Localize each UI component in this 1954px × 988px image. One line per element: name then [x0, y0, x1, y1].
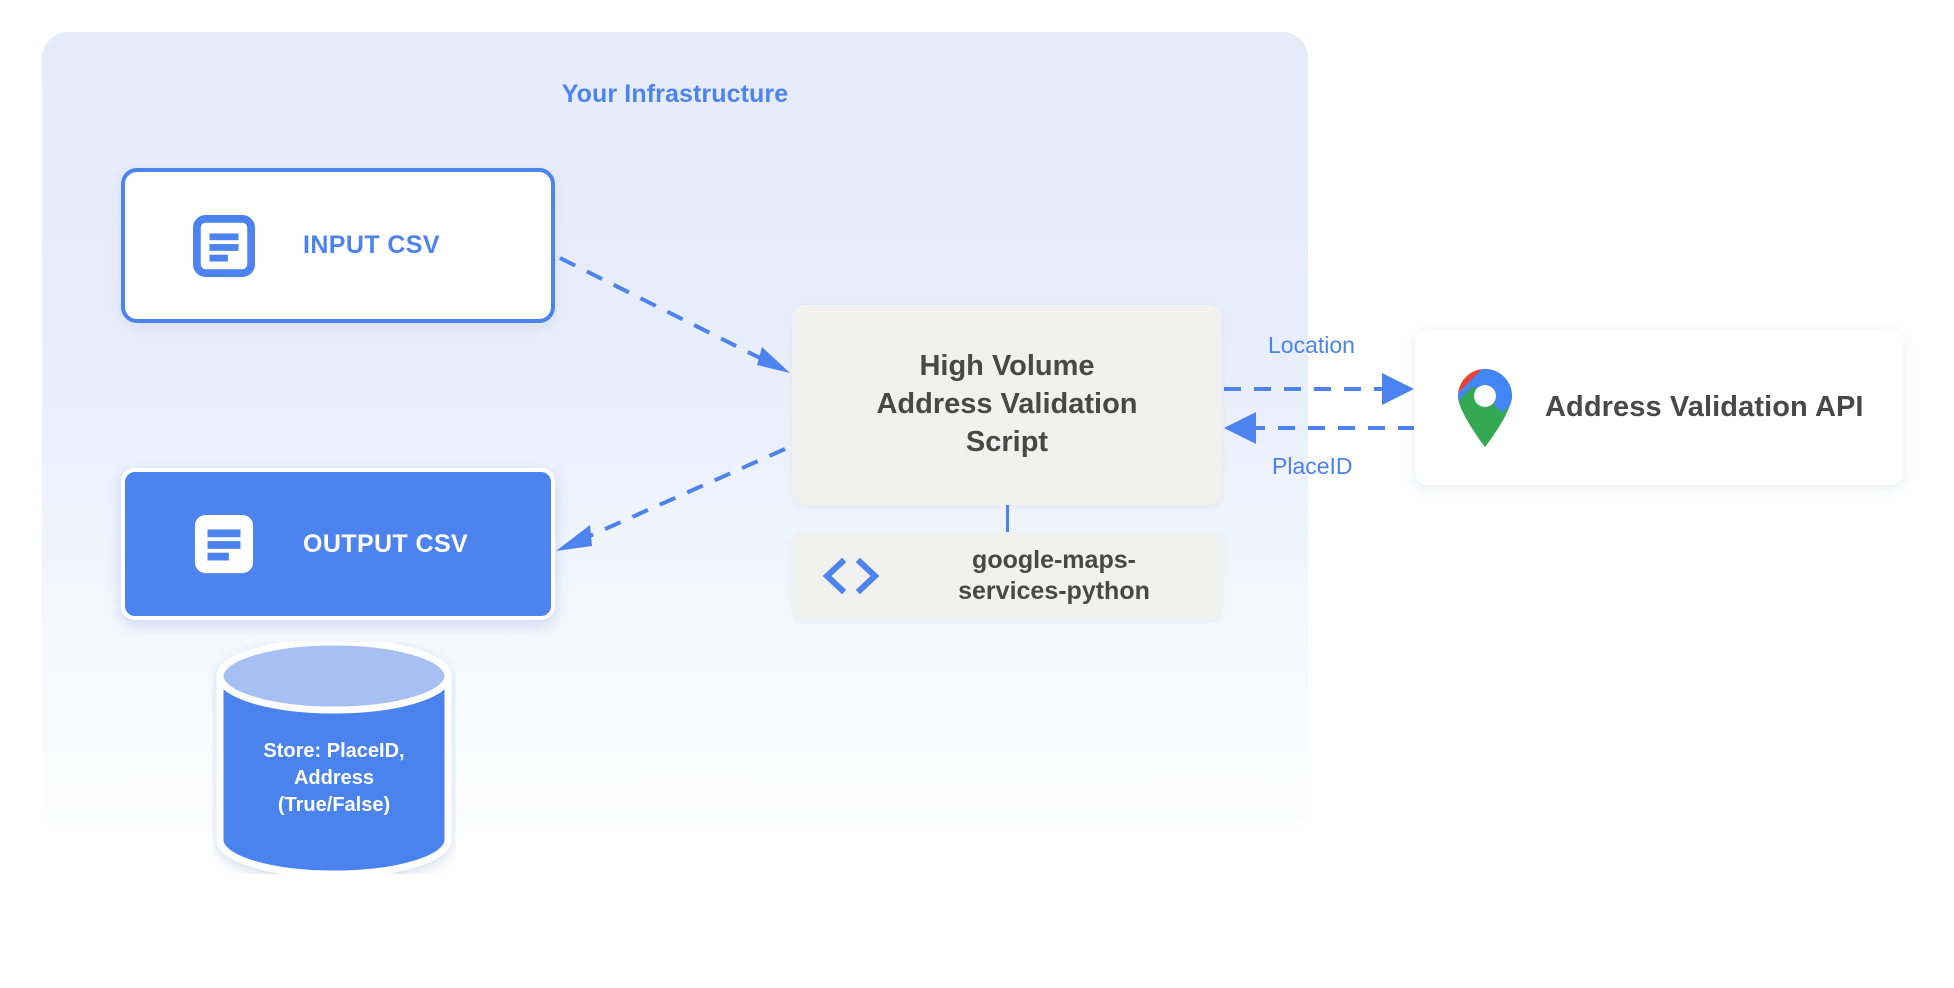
code-brackets-icon	[822, 557, 880, 595]
node-address-validation-api[interactable]: Address Validation API	[1415, 330, 1903, 485]
node-input-csv[interactable]: INPUT CSV	[121, 168, 555, 323]
library-line-1: google-maps-	[972, 545, 1136, 574]
node-output-csv[interactable]: OUTPUT CSV	[121, 468, 555, 620]
cylinder-shape	[216, 638, 452, 878]
library-line-2: services-python	[958, 577, 1150, 605]
node-database-store[interactable]: Store: PlaceID, Address (True/False)	[212, 638, 456, 878]
script-line-3: Script	[965, 425, 1049, 458]
infrastructure-title: Your Infrastructure	[561, 80, 789, 108]
edge-label-placeid: PlaceID	[1272, 453, 1353, 479]
script-line-2: Address Validation	[876, 388, 1138, 421]
input-csv-label: INPUT CSV	[303, 231, 440, 259]
edge-label-location: Location	[1268, 332, 1355, 358]
google-maps-pin-icon	[1458, 368, 1512, 447]
node-validation-script[interactable]: High Volume Address Validation Script	[792, 305, 1222, 505]
document-icon	[193, 214, 255, 277]
script-library-connector	[1006, 505, 1009, 533]
output-csv-label: OUTPUT CSV	[303, 529, 469, 558]
script-label: High Volume Address Validation Script	[858, 348, 1155, 461]
document-icon	[194, 514, 254, 574]
script-line-1: High Volume	[919, 350, 1095, 383]
library-label: google-maps- services-python	[904, 545, 1222, 608]
api-label: Address Validation API	[1545, 391, 1864, 423]
node-python-library[interactable]: google-maps- services-python	[792, 532, 1222, 620]
